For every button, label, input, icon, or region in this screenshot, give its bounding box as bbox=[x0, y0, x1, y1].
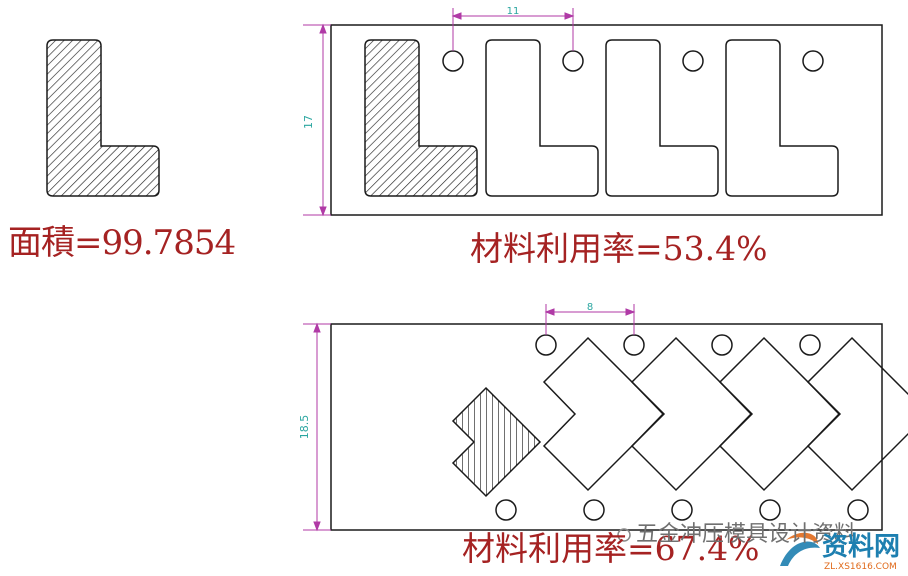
strip-2-part bbox=[718, 336, 842, 492]
strip-2-part bbox=[630, 336, 754, 492]
strip-2-part bbox=[542, 336, 666, 492]
pilot-hole bbox=[682, 50, 704, 72]
watermark-account: 五金冲压模具设计资料 bbox=[636, 522, 857, 547]
utilization-1: 材料利用率=53.4% bbox=[470, 229, 768, 268]
strip-2-outline bbox=[330, 323, 883, 531]
strip-layout-2: 18.5 8 bbox=[298, 302, 908, 532]
utilization-2: 材料利用率=67.4% bbox=[462, 529, 760, 568]
watermark-logo-url: ZL.XS1616.COM bbox=[824, 562, 897, 572]
strip-1-height-dimension bbox=[303, 23, 331, 217]
strip-1-pitch-dimension bbox=[451, 8, 575, 51]
pilot-hole bbox=[562, 50, 584, 72]
pilot-hole bbox=[535, 334, 557, 356]
strip-1-part bbox=[605, 39, 719, 197]
pilot-hole bbox=[442, 50, 464, 72]
strip-1-part bbox=[485, 39, 599, 197]
wechat-icon bbox=[617, 528, 631, 542]
pilot-hole bbox=[802, 50, 824, 72]
strip-2-height-dimension bbox=[303, 322, 331, 532]
strip-1-part bbox=[725, 39, 839, 197]
pilot-hole bbox=[583, 499, 605, 521]
pilot-hole bbox=[847, 499, 869, 521]
pilot-hole bbox=[799, 334, 821, 356]
watermark-logo-icon bbox=[780, 532, 820, 566]
dim-height-2: 18.5 bbox=[298, 415, 311, 440]
strip-layout-1: 17 11 bbox=[302, 6, 883, 217]
strip-2-part bbox=[806, 336, 908, 492]
pilot-hole bbox=[671, 499, 693, 521]
strip-1-part-hatched bbox=[364, 39, 478, 197]
pilot-hole bbox=[711, 334, 733, 356]
pilot-hole bbox=[623, 334, 645, 356]
pilot-hole bbox=[495, 499, 517, 521]
dim-pitch-1: 11 bbox=[507, 6, 520, 17]
strip-2-pitch-dimension bbox=[544, 304, 636, 335]
strip-1-outline bbox=[330, 24, 883, 216]
area-caption: 面積=99.7854 bbox=[8, 223, 236, 263]
pilot-hole bbox=[759, 499, 781, 521]
watermark-logo-text: 资料网 bbox=[822, 532, 901, 562]
standalone-l-part bbox=[46, 39, 160, 197]
dim-height-1: 17 bbox=[302, 115, 315, 129]
strip-2-part-hatched bbox=[452, 387, 541, 497]
dim-pitch-2: 8 bbox=[587, 302, 593, 313]
